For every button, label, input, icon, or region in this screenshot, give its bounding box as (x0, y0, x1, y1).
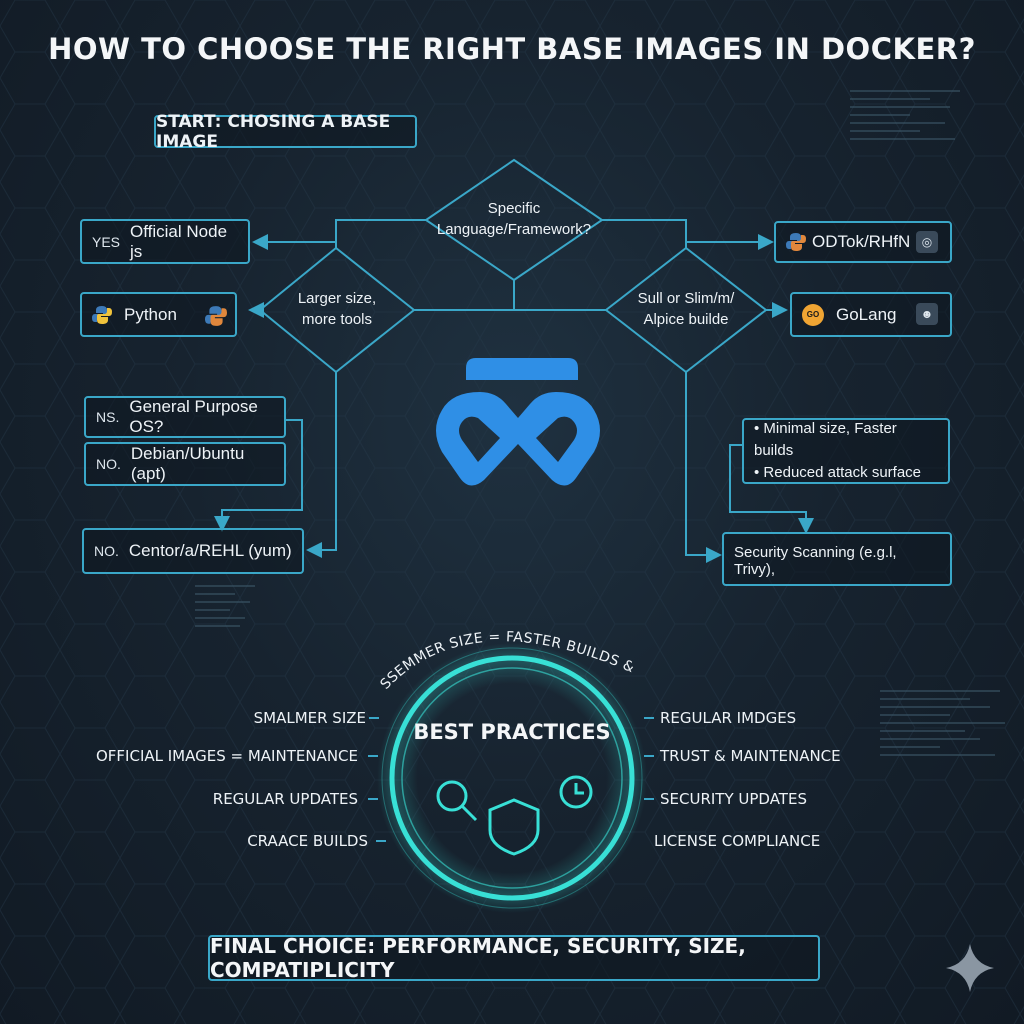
golang-badge: GO (802, 303, 824, 326)
golang-label: GoLang (836, 304, 897, 324)
general-os-label: General Purpose OS? (129, 397, 258, 436)
benefits-box: • Minimal size, Faster builds • Reduced … (742, 418, 950, 484)
code-fragment-right (880, 690, 1010, 762)
shield-badge-icon: ◎ (916, 231, 938, 253)
security-scanning-label: Security Scanning (e.g.l, Trivy), (734, 544, 897, 578)
python-icon (92, 305, 112, 325)
benefit-item: • Minimal size, Faster builds (754, 420, 897, 459)
start-label: START: CHOSING A BASE IMAGE (156, 111, 391, 152)
node-tag: YES (92, 233, 121, 250)
final-choice-label: FINAL CHOICE: PERFORMANCE, SECURITY, SIZ… (210, 934, 746, 982)
bp-left-item: OFFICIAL IMAGES = MAINTENANCE (95, 747, 358, 765)
bp-right-item: SECURITY UPDATES (660, 790, 807, 808)
python-box: Python (80, 292, 237, 337)
security-scanning-box: Security Scanning (e.g.l, Trivy), (722, 532, 952, 586)
golang-box: GO GoLang (790, 292, 952, 337)
debian-label: Debian/Ubuntu (apt) (130, 444, 245, 483)
magnifier-icon (436, 780, 478, 822)
node-box: YES Official Node js (80, 219, 250, 264)
general-os-box: NS. General Purpose OS? (84, 396, 286, 438)
node-label: Official Node js (130, 221, 228, 261)
centos-box: NO. Centor/a/REHL (yum) (82, 528, 304, 574)
centos-label: Centor/a/REHL (yum) (128, 541, 292, 560)
bp-right-item: REGULAR IMDGES (660, 709, 797, 727)
diamond-slim-label: Sull or Slim/m/ Alpice builde (637, 290, 735, 328)
odtok-label: ODTok/RHfN (812, 232, 911, 251)
gopher-icon: ☻ (916, 303, 938, 325)
bp-right-item: LICENSE COMPLIANCE (654, 832, 821, 850)
best-practices-ring (389, 655, 635, 901)
sparkle-icon (946, 944, 994, 992)
bp-left-item: SMALMER SIZE (253, 709, 366, 727)
centos-tag: NO. (94, 543, 119, 559)
page-title: HOW TO CHOOSE THE RIGHT BASE IMAGES IN D… (48, 32, 976, 66)
arc-text: SSEMMER SIZE = FASTER BUILDS & SECURE (0, 0, 642, 693)
bp-left-item: CRAACE BUILDS (247, 832, 368, 850)
code-fragment-top-right (850, 90, 970, 146)
docker-logo-icon (436, 358, 600, 486)
benefit-item: • Reduced attack surface (754, 464, 922, 481)
debian-box: NO. Debian/Ubuntu (apt) (84, 442, 286, 486)
general-os-tag: NS. (96, 409, 120, 425)
bp-left-item: REGULAR UPDATES (212, 790, 358, 808)
clock-icon (559, 775, 593, 809)
python-icon-secondary (204, 305, 227, 326)
code-fragment-left (195, 585, 265, 633)
diamond-larger-label: Larger size, more tools (297, 290, 377, 328)
best-practices-title: BEST PRACTICES (413, 720, 611, 744)
diamond-language-label: Specific Language/Framework? (436, 200, 592, 238)
final-choice-box: FINAL CHOICE: PERFORMANCE, SECURITY, SIZ… (208, 934, 820, 982)
start-box: START: CHOSING A BASE IMAGE (154, 112, 417, 152)
shield-icon (488, 798, 540, 856)
debian-tag: NO. (96, 456, 121, 472)
python-label: Python (124, 304, 177, 324)
python-icon-odtok (786, 232, 806, 252)
bp-right-item: TRUST & MAINTENANCE (660, 747, 841, 765)
